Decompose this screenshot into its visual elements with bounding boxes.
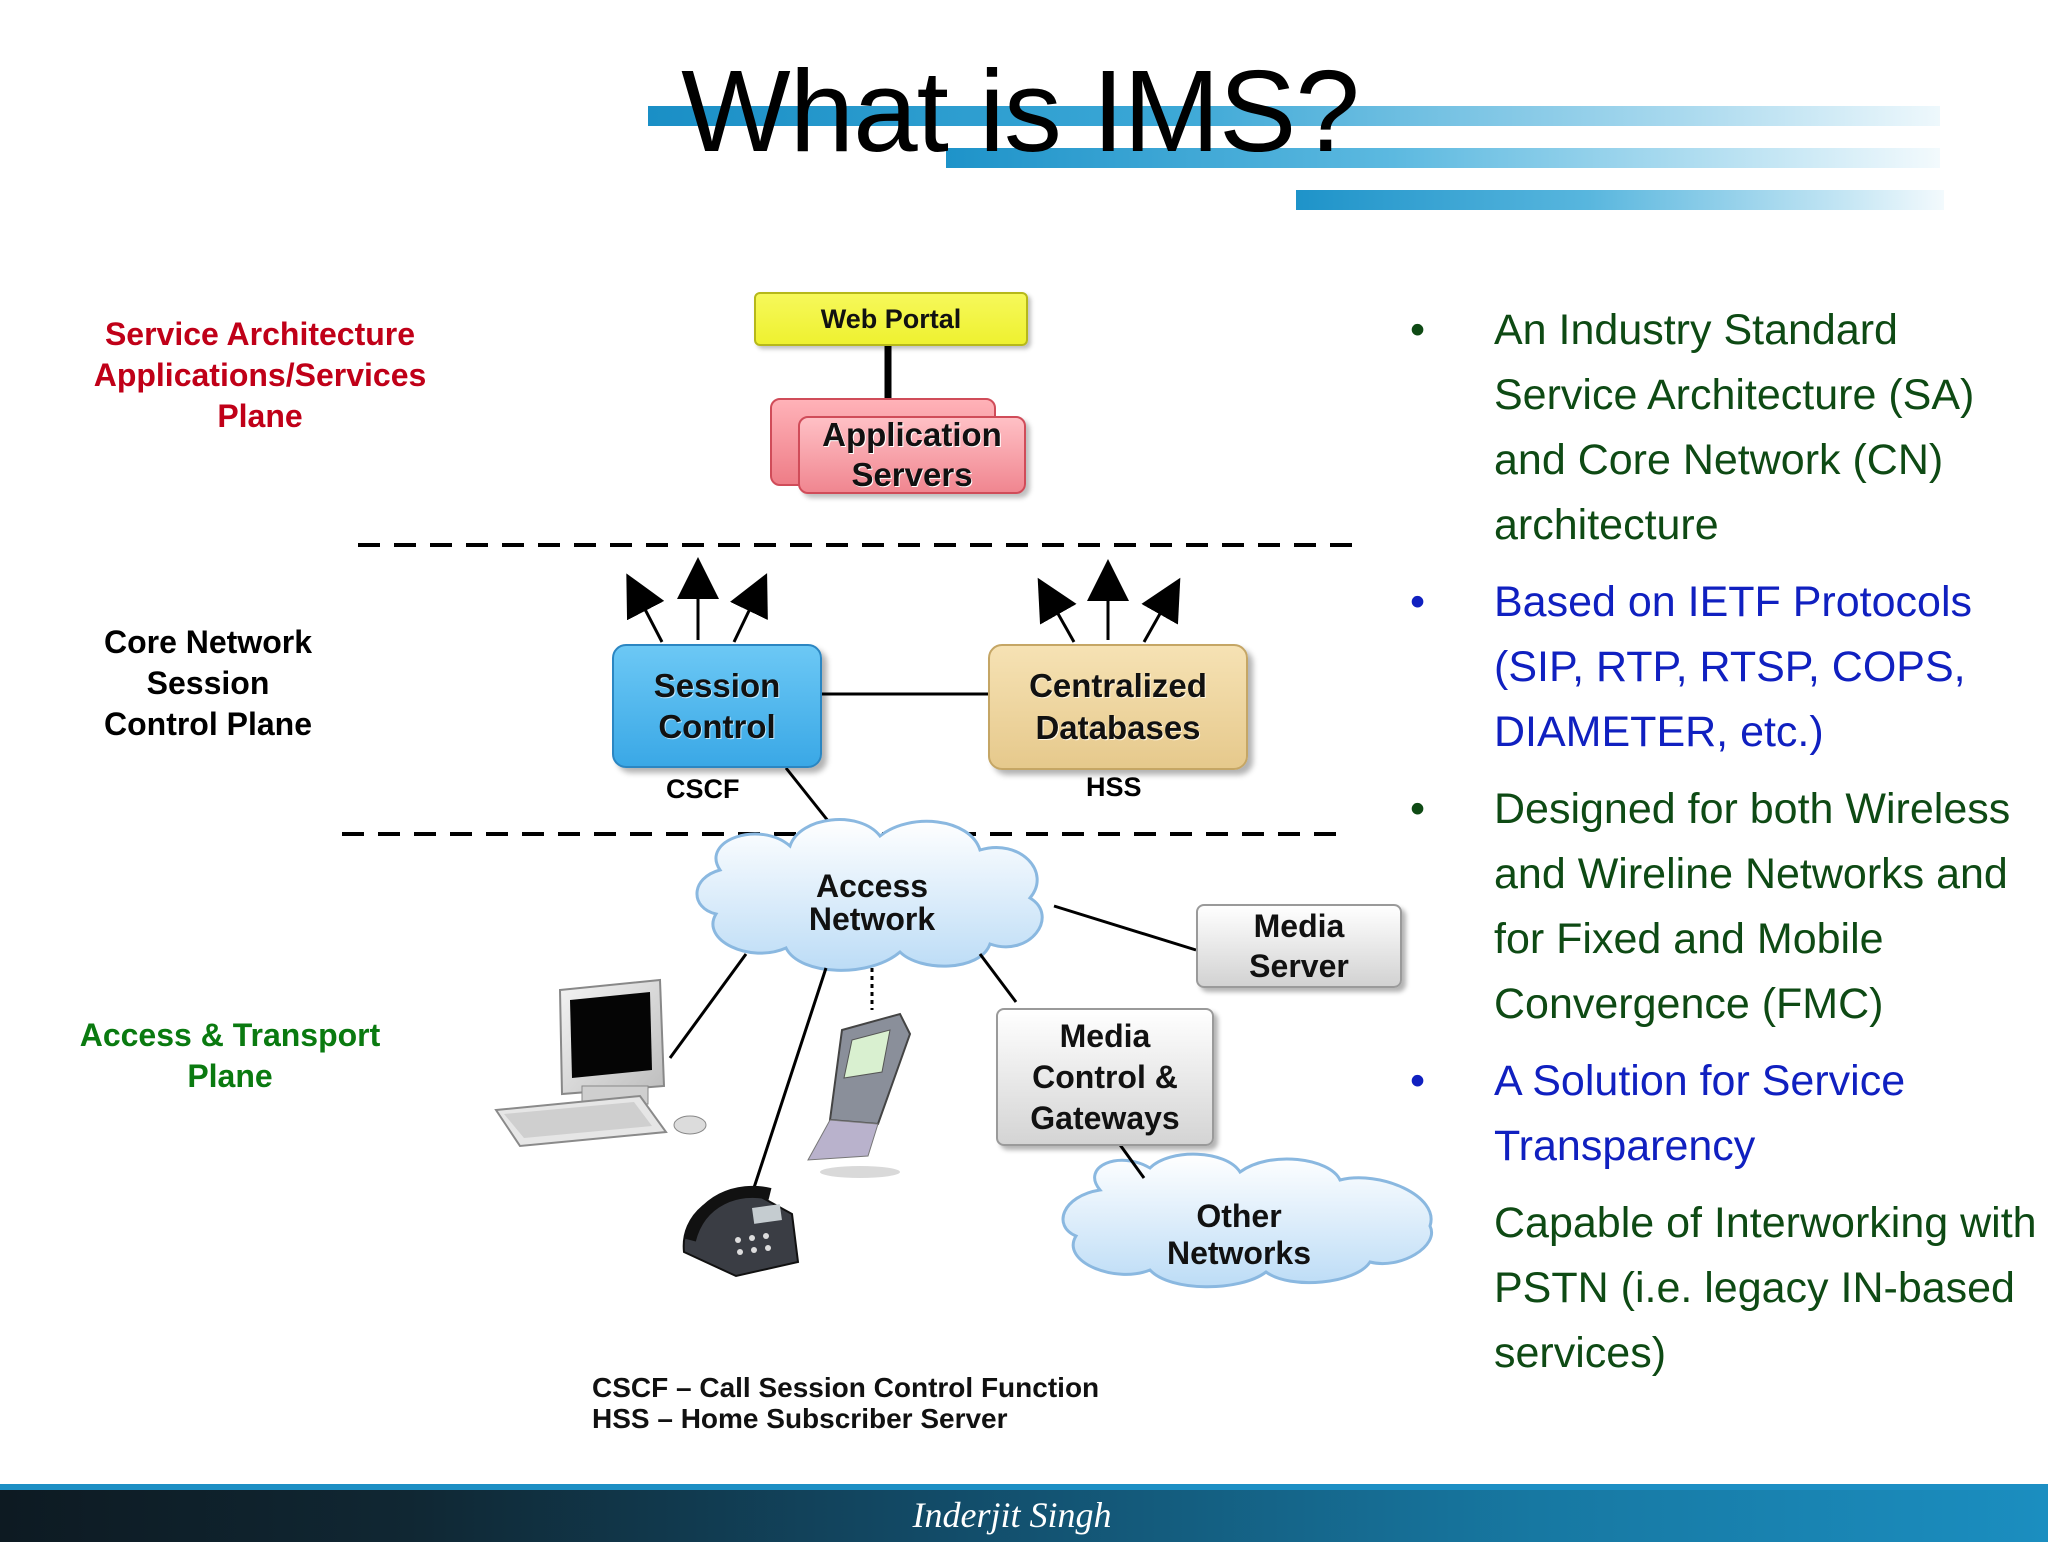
hss-label: HSS — [1086, 772, 1142, 802]
bullet-item: • Designed for both Wireless and Wirelin… — [1410, 777, 2048, 1037]
other-networks-cloud — [1061, 1152, 1434, 1289]
title-accent-bar — [1296, 190, 1944, 210]
desk-phone-icon — [682, 1185, 800, 1278]
connector — [978, 953, 1018, 1003]
access-network-label: Access Network — [808, 868, 936, 937]
connector — [1116, 1141, 1146, 1179]
bullet-text: A Solution for Service Transparency — [1494, 1057, 1906, 1170]
bullet-text: Designed for both Wireless and Wireline … — [1494, 785, 2011, 1028]
bullet-item: • Based on IETF Protocols (SIP, RTP, RTS… — [1410, 570, 2048, 765]
core-plane-label: Core Network Session Control Plane — [103, 624, 313, 742]
access-plane-label: Access & Transport Plane — [79, 1017, 381, 1094]
bullet-item: Capable of Interworking with PSTN (i.e. … — [1410, 1191, 2048, 1386]
centralized-databases-box: Centralized Databases — [988, 644, 1248, 770]
media-server-box: Media Server — [1196, 904, 1402, 988]
connector — [668, 953, 748, 1059]
slide-title: What is IMS? — [681, 46, 1360, 176]
session-control-box: Session Control — [612, 644, 822, 768]
desktop-computer-icon — [494, 978, 707, 1148]
connector — [1053, 904, 1197, 952]
legend-line: CSCF – Call Session Control Function — [592, 1372, 1100, 1403]
web-portal-box: Web Portal — [754, 292, 1028, 346]
arrow — [1037, 577, 1077, 643]
bullet-marker: • — [1410, 785, 1426, 833]
abbreviation-legend: CSCF – Call Session Control Function HSS… — [592, 1372, 1099, 1434]
arrow — [729, 573, 768, 643]
bullet-marker: • — [1410, 1057, 1426, 1105]
arrow — [1141, 577, 1181, 643]
bullet-marker: • — [1410, 578, 1426, 626]
service-plane-label: Service Architecture Applications/Servic… — [93, 316, 427, 434]
bullet-list: • An Industry Standard Service Architect… — [1410, 298, 2048, 1398]
title-accent-bar — [946, 148, 1940, 168]
bullet-text: Based on IETF Protocols (SIP, RTP, RTSP,… — [1494, 578, 1972, 756]
bullet-text: An Industry Standard Service Architectur… — [1494, 306, 1975, 549]
title-accent-bar — [648, 106, 1940, 126]
application-servers-box: Application Servers — [798, 416, 1026, 494]
bullet-item: • An Industry Standard Service Architect… — [1410, 298, 2048, 558]
bullet-item: • A Solution for Service Transparency — [1410, 1049, 2048, 1179]
mobile-phone-icon — [807, 1012, 912, 1178]
bullet-text: Capable of Interworking with PSTN (i.e. … — [1494, 1199, 2037, 1377]
arrow — [626, 573, 665, 643]
connector — [746, 967, 828, 1207]
bullet-marker: • — [1410, 306, 1426, 354]
cscf-label: CSCF — [666, 774, 740, 804]
media-control-gateways-box: Media Control & Gateways — [996, 1008, 1214, 1146]
access-network-cloud — [695, 818, 1044, 972]
other-networks-label: Other Networks — [1166, 1198, 1312, 1271]
legend-line: HSS – Home Subscriber Server — [592, 1403, 1008, 1434]
footer-author: Inderjit Singh — [912, 1495, 1112, 1535]
footer-bar — [0, 1484, 2048, 1542]
